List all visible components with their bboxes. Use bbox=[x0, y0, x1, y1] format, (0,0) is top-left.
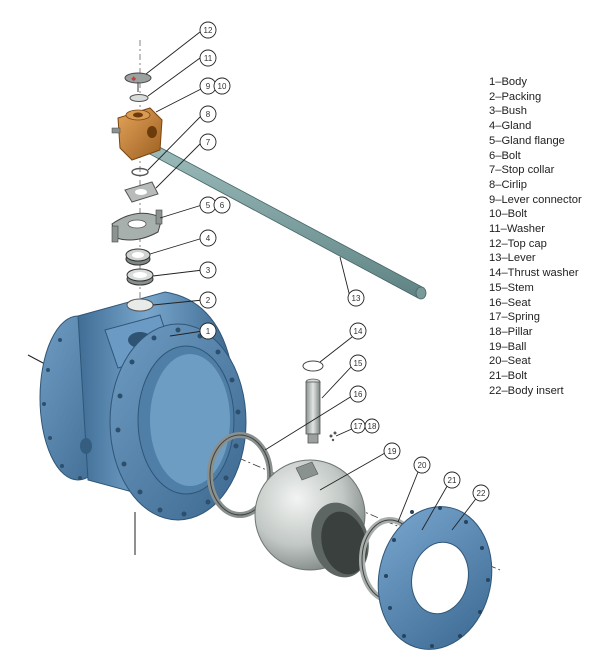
svg-text:❖: ❖ bbox=[131, 76, 137, 83]
callout-3: 3 bbox=[199, 261, 217, 279]
callout-15: 15 bbox=[349, 354, 367, 372]
svg-text:12: 12 bbox=[204, 26, 213, 35]
svg-text:4: 4 bbox=[206, 234, 211, 243]
callout-19: 19 bbox=[383, 442, 401, 460]
packing-ring bbox=[126, 298, 154, 312]
legend-item: 12–Top cap bbox=[489, 237, 547, 250]
body-insert bbox=[377, 506, 493, 650]
legend-item: 14–Thrust washer bbox=[489, 267, 579, 280]
svg-text:21: 21 bbox=[448, 476, 457, 485]
callout-6: 6 bbox=[213, 196, 231, 214]
svg-text:22: 22 bbox=[477, 489, 486, 498]
callout-1: 1 bbox=[199, 322, 217, 340]
svg-text:19: 19 bbox=[388, 447, 397, 456]
svg-text:7: 7 bbox=[206, 138, 211, 147]
callout-4: 4 bbox=[199, 229, 217, 247]
gland bbox=[125, 248, 151, 266]
legend-item: 19–Ball bbox=[489, 340, 527, 353]
flange-bolt-holes bbox=[42, 327, 241, 517]
svg-text:11: 11 bbox=[204, 54, 213, 63]
svg-text:15: 15 bbox=[354, 359, 363, 368]
legend-item: 5–Gland flange bbox=[489, 134, 565, 147]
legend-item: 2–Packing bbox=[489, 90, 542, 103]
callout-18: 18 bbox=[364, 418, 380, 434]
legend-item: 3–Bush bbox=[489, 105, 527, 118]
valve-body bbox=[39, 291, 247, 521]
legend-item: 21–Bolt bbox=[489, 370, 527, 383]
svg-text:6: 6 bbox=[220, 201, 225, 210]
insert-bolt-holes bbox=[384, 506, 490, 648]
thrust-washer bbox=[302, 360, 324, 372]
legend-item: 6–Bolt bbox=[489, 149, 521, 162]
gland-flange bbox=[111, 209, 163, 243]
spring-pillar bbox=[329, 431, 337, 442]
legend-item: 4–Gland bbox=[489, 120, 532, 133]
circlip bbox=[131, 167, 149, 177]
legend-item: 8–Cirlip bbox=[489, 178, 527, 191]
svg-text:9: 9 bbox=[206, 82, 211, 91]
callout-16: 16 bbox=[349, 385, 367, 403]
legend-item: 15–Stem bbox=[489, 281, 534, 294]
callout-10: 10 bbox=[213, 77, 231, 95]
washer bbox=[129, 94, 149, 102]
callout-20: 20 bbox=[413, 456, 431, 474]
stem bbox=[305, 378, 321, 444]
svg-text:16: 16 bbox=[354, 390, 363, 399]
bush bbox=[126, 268, 154, 286]
seat-left bbox=[207, 432, 273, 518]
legend-item: 9–Lever connector bbox=[489, 193, 582, 206]
legend-item: 10–Bolt bbox=[489, 208, 527, 221]
parts-legend: 1–Body 2–Packing 3–Bush 4–Gland 5–Gland … bbox=[489, 75, 597, 398]
svg-text:17: 17 bbox=[354, 422, 363, 431]
lever-connector bbox=[111, 107, 163, 161]
legend-item: 20–Seat bbox=[489, 355, 531, 368]
callout-7: 7 bbox=[199, 133, 217, 151]
svg-text:8: 8 bbox=[206, 110, 211, 119]
callout-17: 17 bbox=[350, 418, 366, 434]
top-cap: ❖ bbox=[124, 72, 152, 92]
legend-item: 18–Pillar bbox=[489, 325, 533, 338]
callouts: 12 11 9 10 8 7 5 6 4 3 2 1 13 14 15 16 1… bbox=[199, 21, 490, 502]
callout-14: 14 bbox=[349, 322, 367, 340]
legend-item: 1–Body bbox=[489, 76, 527, 88]
callout-22: 22 bbox=[472, 484, 490, 502]
leader-lines bbox=[145, 31, 479, 531]
svg-text:2: 2 bbox=[206, 296, 211, 305]
ball bbox=[254, 459, 369, 578]
legend-item: 22–Body insert bbox=[489, 384, 564, 397]
callout-13: 13 bbox=[347, 289, 365, 307]
svg-text:3: 3 bbox=[206, 266, 211, 275]
stop-collar bbox=[124, 181, 159, 203]
legend-item: 11–Washer bbox=[489, 223, 545, 236]
legend-item: 16–Seat bbox=[489, 296, 531, 309]
svg-text:18: 18 bbox=[368, 422, 377, 431]
legend-item: 7–Stop collar bbox=[489, 164, 555, 177]
legend-item: 17–Spring bbox=[489, 311, 541, 324]
svg-text:1: 1 bbox=[206, 327, 211, 336]
legend-item: 13–Lever bbox=[489, 252, 536, 265]
lever bbox=[145, 141, 427, 300]
callout-8: 8 bbox=[199, 105, 217, 123]
svg-text:10: 10 bbox=[218, 82, 227, 91]
callout-11: 11 bbox=[199, 49, 217, 67]
svg-text:13: 13 bbox=[352, 294, 361, 303]
svg-text:20: 20 bbox=[418, 461, 427, 470]
callout-12: 12 bbox=[199, 21, 217, 39]
callout-2: 2 bbox=[199, 291, 217, 309]
svg-text:14: 14 bbox=[354, 327, 363, 336]
callout-21: 21 bbox=[443, 471, 461, 489]
svg-text:5: 5 bbox=[206, 201, 211, 210]
